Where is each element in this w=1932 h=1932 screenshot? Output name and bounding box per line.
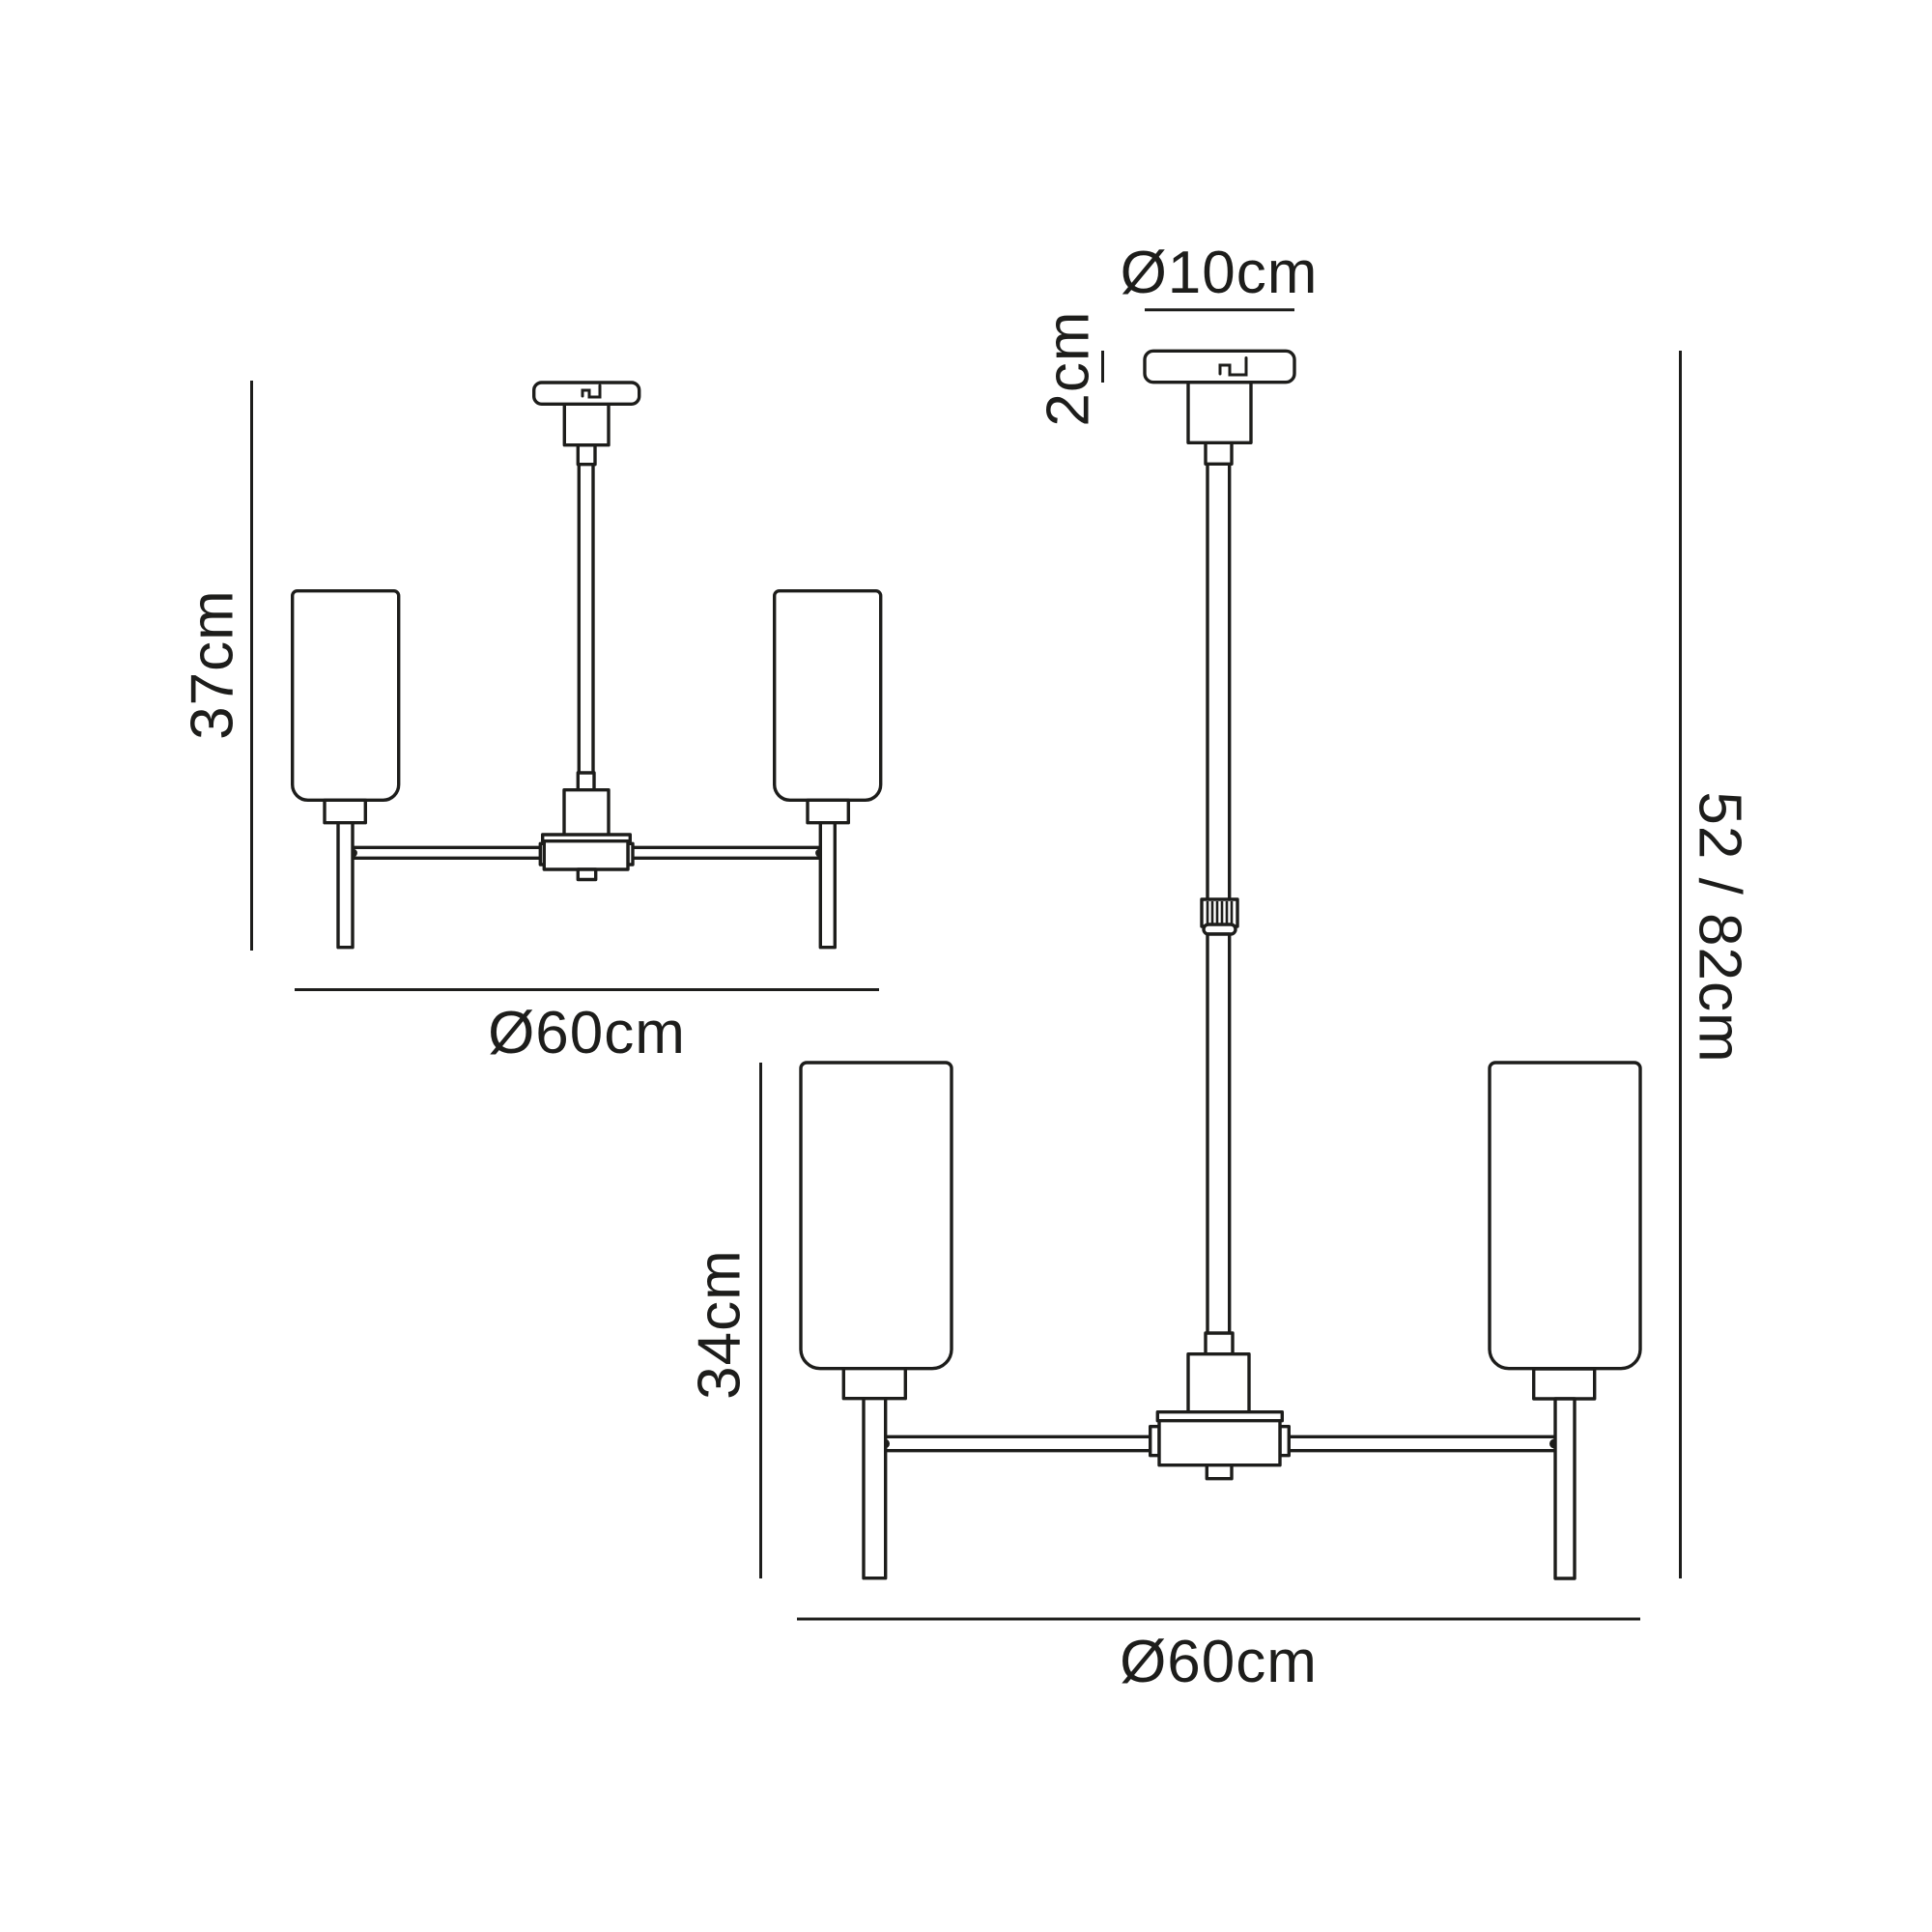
- ceiling-hook-icon: [581, 384, 602, 399]
- shade-left: [291, 589, 401, 802]
- shade-right-socket: [1531, 1367, 1597, 1401]
- ceiling-rod: [577, 460, 595, 779]
- shade-right: [773, 589, 883, 802]
- knurl-stripes: [1206, 901, 1234, 924]
- shade-right-socket: [806, 798, 850, 825]
- shade-left-stem: [862, 1396, 888, 1580]
- arm-left: [881, 1435, 1159, 1453]
- hub-neck: [576, 771, 596, 792]
- ceiling-hook-icon: [1218, 356, 1248, 377]
- hub-body: [1157, 1418, 1282, 1467]
- semi-flush-view: 37cm Ø60cm: [180, 381, 883, 1066]
- shade-right: [1488, 1061, 1642, 1371]
- shade-left-stem: [336, 821, 355, 950]
- shade-left-socket: [841, 1366, 907, 1401]
- hub-body: [542, 839, 630, 871]
- rod-top-neck: [576, 443, 597, 467]
- shade-left-socket: [323, 798, 367, 825]
- hub-collar: [1204, 1331, 1235, 1356]
- arm-right: [1280, 1435, 1558, 1453]
- suspension-rod-lower: [1206, 932, 1232, 1337]
- shade-right-stem: [1553, 1397, 1577, 1580]
- canopy-height-label: 2cm: [1036, 310, 1102, 426]
- shade-left: [799, 1061, 953, 1371]
- shade-right-stem: [818, 821, 837, 950]
- hub-finial: [576, 867, 598, 882]
- height-dimension-label: 37cm: [180, 589, 246, 740]
- arm-left: [350, 845, 546, 860]
- hub-finial: [1205, 1463, 1234, 1481]
- canopy-socket: [1186, 381, 1253, 445]
- hub-upper-block: [562, 788, 611, 838]
- canopy-diameter-label: Ø10cm: [1121, 240, 1319, 306]
- rod-top-neck: [1204, 440, 1234, 466]
- width-dimension-label: Ø60cm: [488, 1000, 686, 1066]
- shade-section-height-label: 34cm: [687, 1249, 753, 1400]
- arm-right: [627, 845, 823, 860]
- suspension-rod-upper: [1206, 460, 1232, 903]
- hub-upper-block: [1186, 1351, 1251, 1414]
- width-dimension-label: Ø60cm: [1120, 1629, 1318, 1695]
- overall-height-label: 52 / 82cm: [1687, 791, 1753, 1063]
- canopy-socket: [562, 402, 611, 447]
- pendant-view: Ø10cm 2cm 34cm 52 / 82cm Ø60cm: [687, 240, 1753, 1695]
- ceiling-plate: [532, 381, 641, 406]
